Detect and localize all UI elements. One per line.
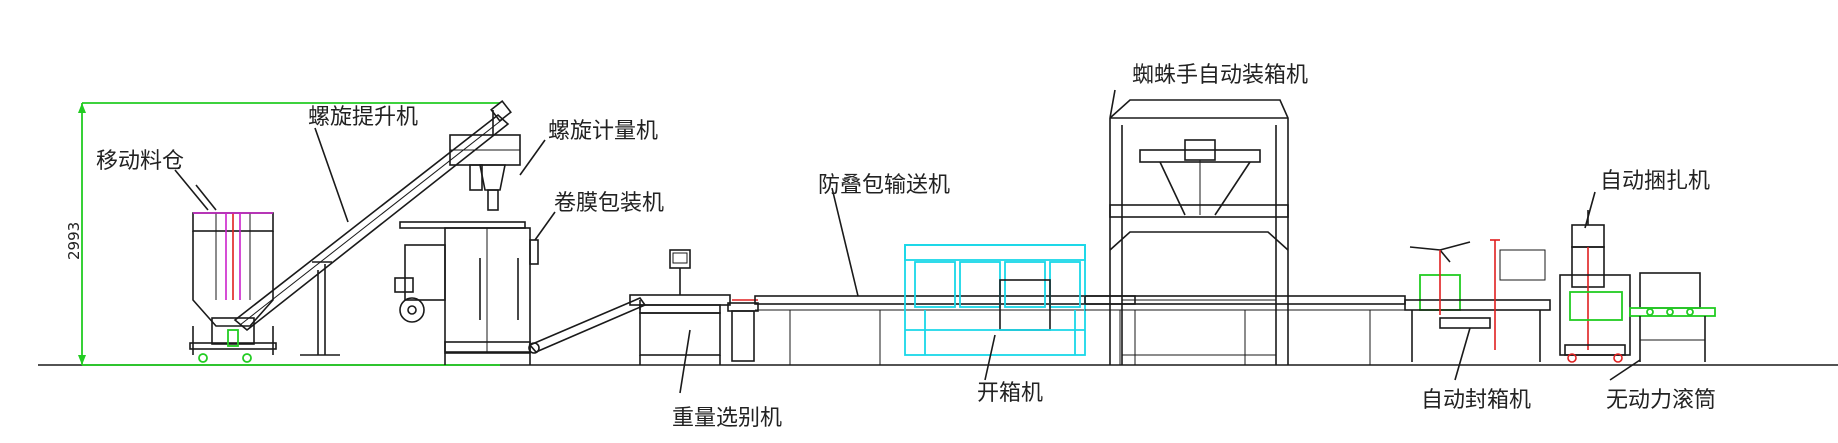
height-dimension-value: 2993 — [65, 222, 83, 260]
mobile-bin-machine — [189, 184, 277, 363]
label-film-packer: 卷膜包装机 — [554, 191, 664, 216]
case-sealer-machine — [1404, 239, 1551, 362]
inclined-conveyor — [528, 297, 647, 354]
label-checkweigher: 重量选别机 — [672, 406, 782, 431]
label-strapping-machine: 自动捆扎机 — [1600, 169, 1710, 194]
leader-lines — [174, 89, 1641, 394]
label-case-sealer: 自动封箱机 — [1421, 388, 1531, 413]
case-erector-machine — [904, 244, 1086, 356]
label-screw-elevator: 螺旋提升机 — [308, 105, 418, 130]
roller-conveyor-machine — [1629, 272, 1716, 362]
label-robot-case-packer: 蜘蛛手自动装箱机 — [1132, 63, 1308, 88]
label-mobile-bin: 移动料仓 — [96, 149, 184, 174]
height-dimension: 2993 — [65, 102, 500, 366]
checkweigher-machine — [629, 249, 759, 365]
label-case-erector: 开箱机 — [977, 381, 1043, 406]
label-roller-conveyor: 无动力滚筒 — [1606, 388, 1716, 413]
robot-case-packer-machine — [1109, 99, 1289, 365]
auger-filler-machine — [449, 110, 521, 211]
screw-elevator-machine — [233, 100, 512, 356]
label-anti-stack-conveyor: 防叠包输送机 — [818, 173, 950, 198]
strapping-machine — [1559, 210, 1631, 363]
label-auger-filler: 螺旋计量机 — [548, 119, 658, 144]
film-packer-machine — [394, 221, 539, 365]
